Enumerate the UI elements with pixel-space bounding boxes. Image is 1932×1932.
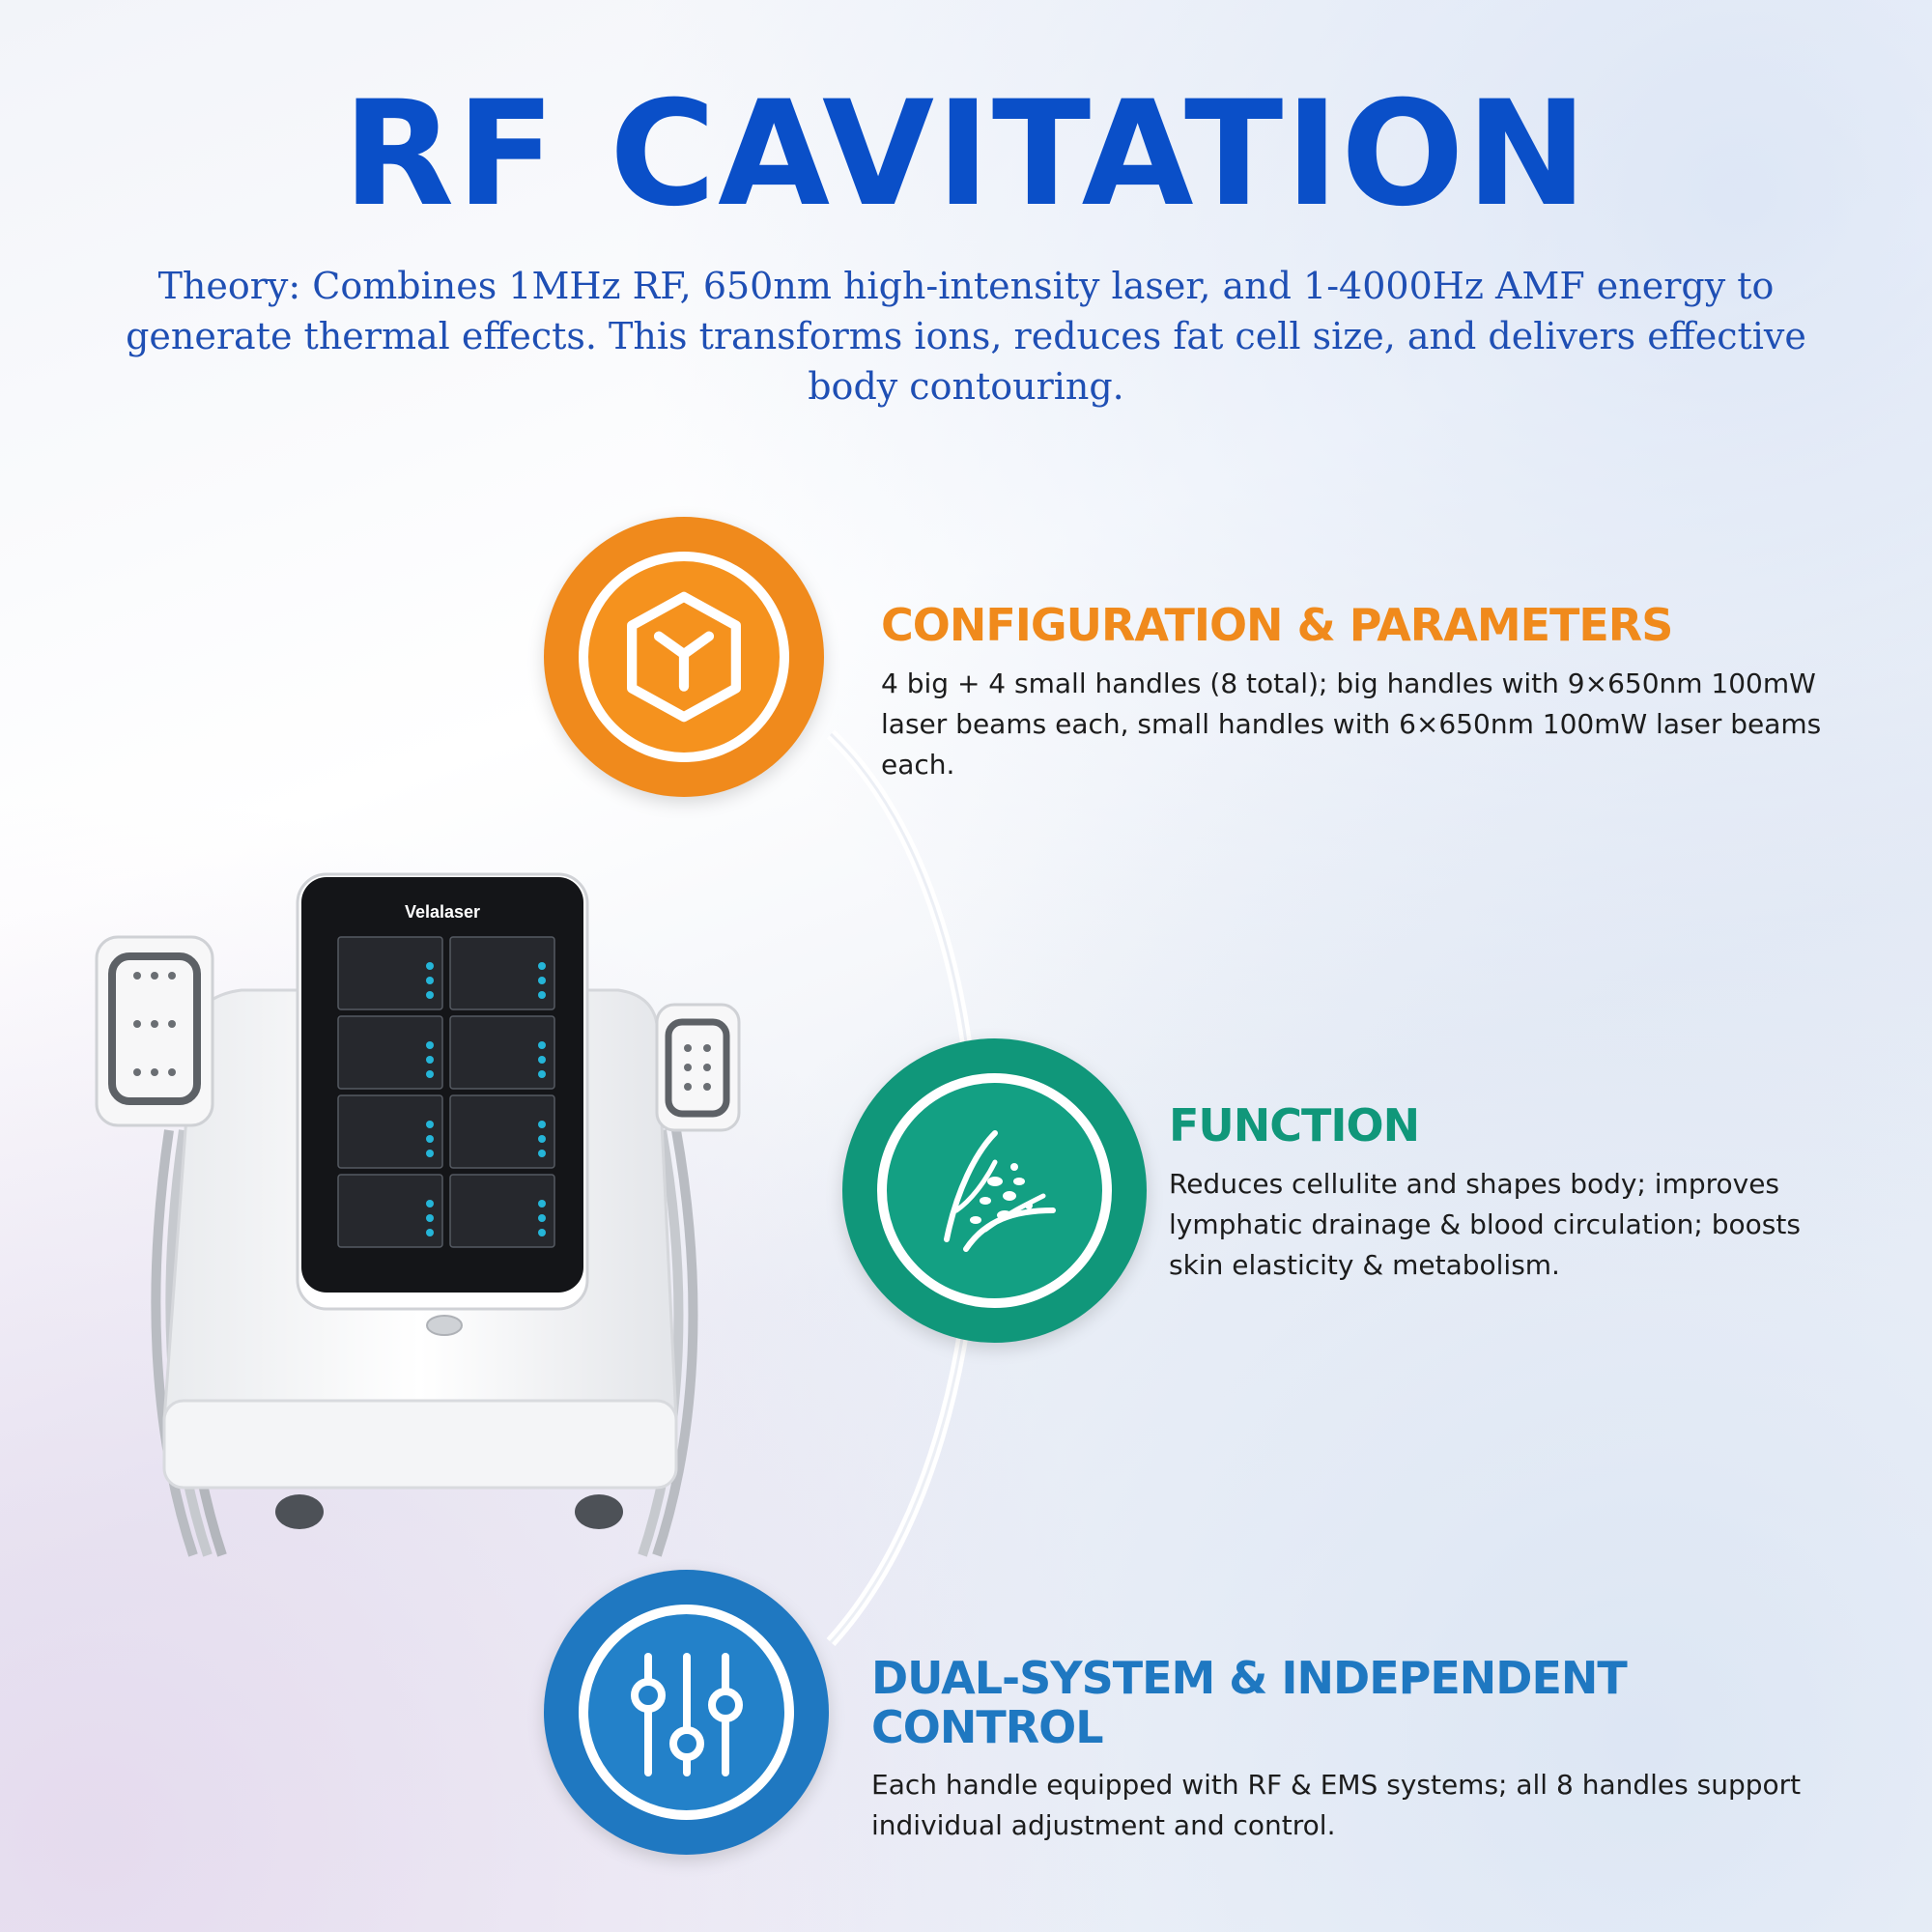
- control-badge: [544, 1570, 829, 1855]
- theory-text: Theory: Combines 1MHz RF, 650nm high-int…: [126, 265, 1806, 408]
- feature-function: FUNCTION Reduces cellulite and shapes bo…: [1169, 1101, 1845, 1286]
- feature-text: 4 big + 4 small handles (8 total); big h…: [881, 667, 1822, 781]
- device-brand: Velalaser: [405, 902, 480, 922]
- feature-heading: CONFIGURATION & PARAMETERS: [881, 599, 1673, 651]
- skin-layers-icon: [944, 1130, 1056, 1252]
- configuration-badge: [544, 517, 824, 797]
- function-badge: [842, 1038, 1147, 1343]
- sliders-icon: [631, 1653, 743, 1776]
- page-title: RF CAVITATION: [342, 71, 1590, 239]
- feature-configuration: CONFIGURATION & PARAMETERS 4 big + 4 sma…: [881, 601, 1857, 785]
- feature-heading: DUAL-SYSTEM & INDEPENDENT CONTROL: [871, 1652, 1628, 1753]
- feature-text: Reduces cellulite and shapes body; impro…: [1169, 1167, 1801, 1281]
- device-image: Velalaser: [95, 872, 741, 1557]
- feature-text: Each handle equipped with RF & EMS syste…: [871, 1769, 1802, 1842]
- feature-control: DUAL-SYSTEM & INDEPENDENT CONTROL Each h…: [871, 1654, 1837, 1846]
- feature-heading: FUNCTION: [1169, 1099, 1420, 1151]
- cube-icon: [627, 591, 741, 723]
